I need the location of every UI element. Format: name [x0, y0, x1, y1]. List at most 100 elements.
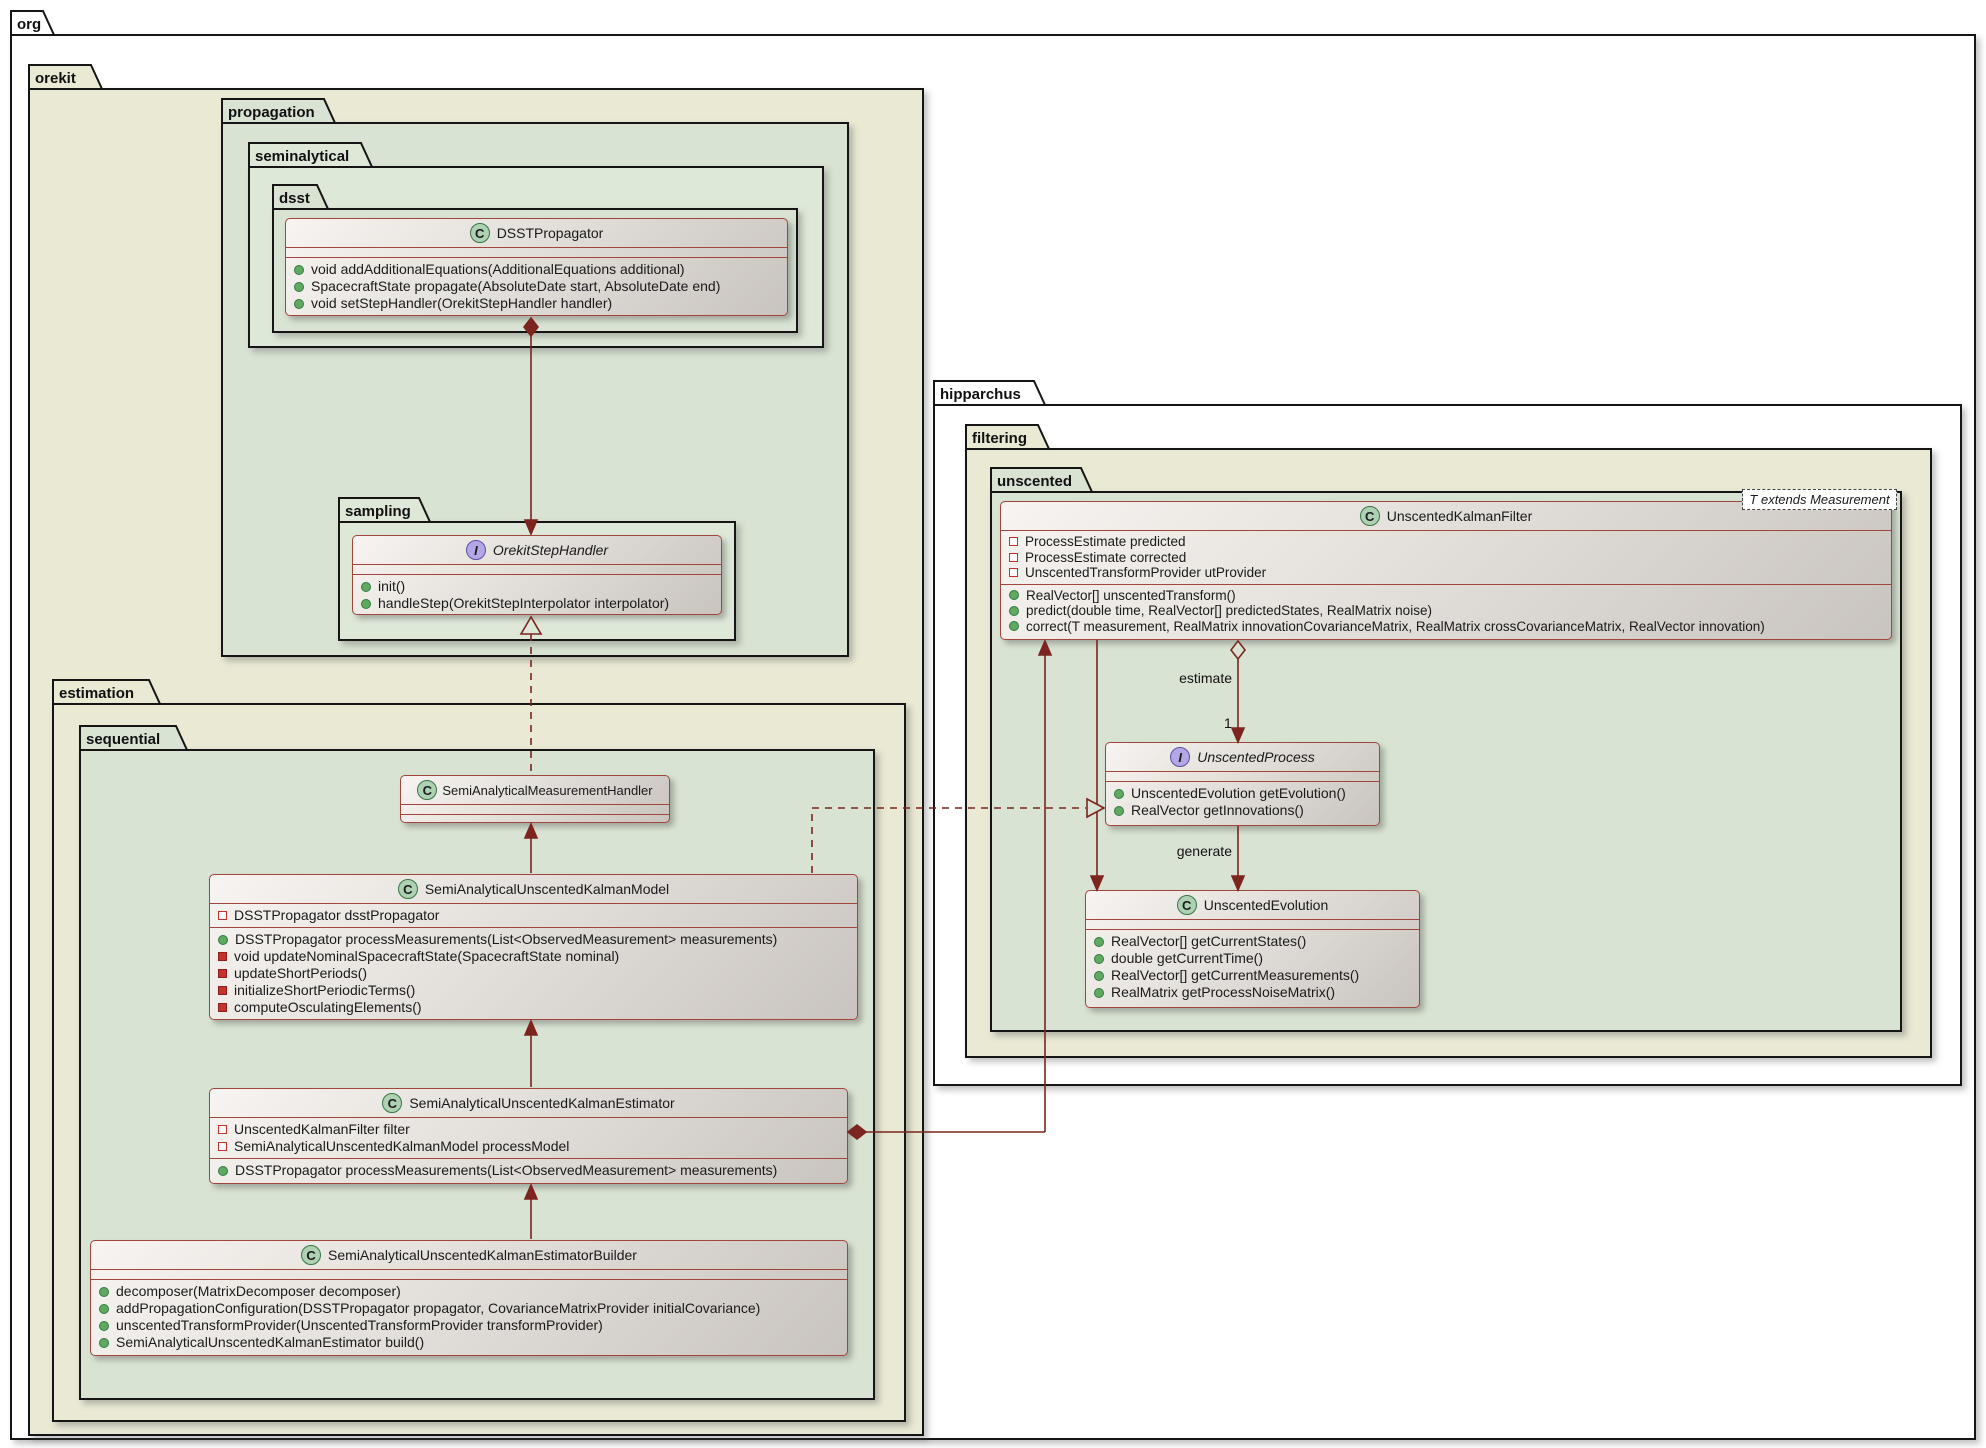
fields-compartment [401, 804, 669, 814]
package-label-filtering: filtering [972, 430, 1027, 447]
package-label-org: org [17, 16, 41, 33]
fields-compartment: ProcessEstimate predicted ProcessEstimat… [1001, 530, 1891, 584]
class-SemiAnalyticalUnscentedKalmanEstimator: C SemiAnalyticalUnscentedKalmanEstimator… [209, 1088, 848, 1184]
method-row: addPropagationConfiguration(DSSTPropagat… [99, 1300, 839, 1317]
class-UnscentedEvolution: C UnscentedEvolution RealVector[] getCur… [1085, 890, 1420, 1008]
package-tab-orekit: orekit [28, 64, 104, 90]
method-row: SpacecraftState propagate(AbsoluteDate s… [294, 278, 779, 295]
class-DSSTPropagator: C DSSTPropagator void addAdditionalEquat… [285, 218, 788, 316]
methods-compartment: DSSTPropagator processMeasurements(List<… [210, 927, 857, 1019]
method-row: DSSTPropagator processMeasurements(List<… [218, 931, 849, 948]
method-row: unscentedTransformProvider(UnscentedTran… [99, 1317, 839, 1334]
method-row: double getCurrentTime() [1094, 950, 1411, 967]
class-UnscentedKalmanFilter: C UnscentedKalmanFilter ProcessEstimate … [1000, 501, 1892, 640]
package-label-propagation: propagation [228, 104, 315, 121]
class-icon: C [1359, 506, 1380, 526]
class-icon: C [417, 780, 438, 800]
method-row: UnscentedEvolution getEvolution() [1114, 785, 1371, 802]
field-row: UnscentedKalmanFilter filter [218, 1121, 839, 1138]
edge-label-estimate: estimate [1179, 670, 1232, 686]
fields-compartment [286, 247, 787, 257]
public-method-icon [99, 1320, 109, 1331]
fields-compartment: DSSTPropagator dsstPropagator [210, 903, 857, 927]
package-label-unscented: unscented [997, 473, 1072, 490]
interface-OrekitStepHandler: I OrekitStepHandler init() handleStep(Or… [352, 535, 722, 615]
class-name: UnscentedEvolution [1203, 897, 1329, 913]
class-title: I UnscentedProcess [1106, 743, 1379, 771]
public-method-icon [1094, 970, 1104, 981]
private-field-icon [1009, 568, 1018, 578]
private-method-icon [218, 986, 227, 995]
method-row: predict(double time, RealVector[] predic… [1009, 603, 1883, 619]
class-icon: C [397, 879, 418, 899]
method-row: correct(T measurement, RealMatrix innova… [1009, 619, 1883, 635]
fields-compartment [91, 1269, 847, 1279]
package-tab-sampling: sampling [338, 497, 432, 523]
class-name: OrekitStepHandler [492, 542, 609, 558]
generic-type-tag: T extends Measurement [1742, 489, 1897, 510]
private-field-icon [218, 911, 227, 920]
class-title: C SemiAnalyticalMeasurementHandler [401, 776, 669, 804]
package-tab-propagation: propagation [221, 98, 337, 124]
class-SemiAnalyticalUnscentedKalmanEstimatorBuilder: C SemiAnalyticalUnscentedKalmanEstimator… [90, 1240, 848, 1356]
class-name: SemiAnalyticalUnscentedKalmanEstimatorBu… [328, 1247, 637, 1263]
interface-UnscentedProcess: I UnscentedProcess UnscentedEvolution ge… [1105, 742, 1380, 826]
package-label-sampling: sampling [345, 503, 411, 520]
class-title: C SemiAnalyticalUnscentedKalmanModel [210, 875, 857, 903]
field-row: ProcessEstimate corrected [1009, 550, 1883, 566]
private-field-icon [218, 1125, 227, 1134]
public-method-icon [1094, 936, 1104, 947]
public-method-icon [1114, 805, 1124, 816]
method-row: handleStep(OrekitStepInterpolator interp… [361, 595, 713, 612]
fields-compartment [1106, 771, 1379, 781]
package-tab-org: org [10, 10, 56, 36]
methods-compartment: decomposer(MatrixDecomposer decomposer) … [91, 1279, 847, 1355]
method-row: decomposer(MatrixDecomposer decomposer) [99, 1283, 839, 1300]
class-title: C SemiAnalyticalUnscentedKalmanEstimator [210, 1089, 847, 1117]
method-row: DSSTPropagator processMeasurements(List<… [218, 1162, 839, 1179]
package-label-sequential: sequential [86, 731, 160, 748]
package-tab-dsst: dsst [272, 184, 330, 210]
class-icon: C [301, 1245, 322, 1265]
public-method-icon [294, 281, 304, 292]
field-row: SemiAnalyticalUnscentedKalmanModel proce… [218, 1138, 839, 1155]
method-row: SemiAnalyticalUnscentedKalmanEstimator b… [99, 1334, 839, 1351]
interface-icon: I [465, 540, 486, 560]
field-row: DSSTPropagator dsstPropagator [218, 907, 849, 924]
public-method-icon [1009, 605, 1019, 616]
public-method-icon [1094, 953, 1104, 964]
package-label-dsst: dsst [279, 190, 310, 207]
package-label-estimation: estimation [59, 685, 134, 702]
method-row: init() [361, 578, 713, 595]
package-tab-hipparchus: hipparchus [933, 380, 1047, 406]
private-field-icon [1009, 537, 1018, 547]
public-method-icon [1114, 788, 1124, 799]
class-icon: C [382, 1093, 403, 1113]
private-method-icon [218, 1003, 227, 1012]
class-icon: C [1176, 895, 1197, 915]
class-title: C UnscentedKalmanFilter [1001, 502, 1891, 530]
class-name: SemiAnalyticalUnscentedKalmanModel [424, 881, 670, 897]
edge-multiplicity-1: 1 [1224, 715, 1232, 731]
public-method-icon [99, 1286, 109, 1297]
interface-icon: I [1170, 747, 1191, 767]
class-icon: C [469, 223, 490, 243]
class-name: SemiAnalyticalMeasurementHandler [442, 782, 653, 798]
public-method-icon [361, 581, 371, 592]
field-row: UnscentedTransformProvider utProvider [1009, 565, 1883, 581]
class-name: SemiAnalyticalUnscentedKalmanEstimator [409, 1095, 675, 1111]
method-row: updateShortPeriods() [218, 965, 849, 982]
methods-compartment: void addAdditionalEquations(AdditionalEq… [286, 257, 787, 315]
method-row: RealVector[] getCurrentStates() [1094, 933, 1411, 950]
methods-compartment: RealVector[] unscentedTransform() predic… [1001, 583, 1891, 640]
field-row: ProcessEstimate predicted [1009, 534, 1883, 550]
public-method-icon [1009, 590, 1019, 601]
edge-label-generate: generate [1176, 843, 1232, 859]
fields-compartment [1086, 919, 1419, 929]
method-row: RealVector getInnovations() [1114, 802, 1371, 819]
public-method-icon [99, 1303, 109, 1314]
package-tab-seminalytical: seminalytical [248, 142, 374, 168]
private-method-icon [218, 952, 227, 961]
methods-compartment: DSSTPropagator processMeasurements(List<… [210, 1158, 847, 1183]
